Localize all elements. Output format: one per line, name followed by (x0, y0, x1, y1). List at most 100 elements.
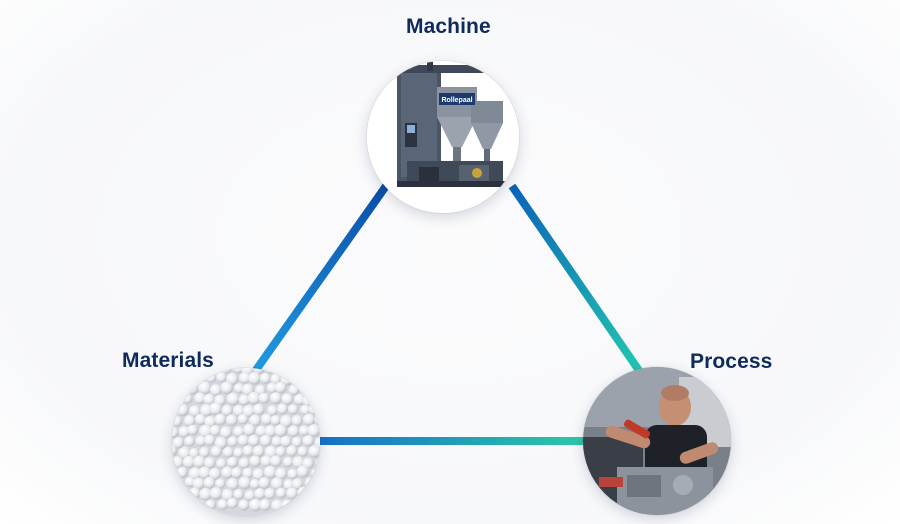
pellet-bead (204, 457, 216, 469)
pellet-bead (227, 456, 238, 468)
pellet-bead (274, 424, 288, 438)
pellet-bead (244, 490, 256, 501)
pellet-bead (248, 371, 261, 385)
pellet-bead (286, 445, 298, 457)
machine-label: Machine (406, 15, 491, 38)
pellet-bead (220, 381, 234, 395)
pellet-bead (172, 456, 184, 469)
pellet-bead (219, 426, 233, 439)
pellet-bead (238, 476, 252, 490)
pellet-bead (188, 405, 201, 418)
white-pellets-photo (172, 368, 320, 516)
pellet-bead (226, 477, 239, 491)
pellet-bead (198, 466, 211, 479)
pellet-bead (227, 497, 238, 509)
pellet-bead (209, 425, 221, 437)
pellet-bead (275, 487, 287, 499)
pellet-bead (252, 445, 265, 458)
pellet-bead (189, 448, 200, 459)
process-label: Process (690, 350, 773, 373)
pellet-bead (203, 476, 216, 489)
pellet-bead (242, 467, 254, 479)
pellet-bead (271, 436, 283, 447)
pellet-bead (242, 404, 255, 418)
pellet-bead (247, 391, 261, 405)
pellet-bead (232, 368, 244, 374)
materials-label: Materials (122, 349, 214, 372)
pellet-bead (209, 487, 223, 500)
pellet-bead (232, 404, 245, 417)
pellet-bead (187, 424, 199, 436)
pellet-bead (183, 415, 196, 427)
pellet-bead (269, 392, 282, 405)
pellet-bead (277, 403, 288, 415)
pellet-bead (239, 372, 251, 384)
pellet-bead (260, 413, 273, 426)
pellet-bead (283, 456, 294, 468)
pellet-bead (302, 435, 315, 447)
pellet-bead (182, 455, 196, 469)
pellet-bead (259, 372, 271, 384)
pellet-bead (259, 499, 272, 511)
pellet-bead (254, 488, 266, 500)
pellet-bead (214, 436, 228, 450)
pellet-bead (172, 437, 185, 449)
pellet-bead (178, 426, 191, 438)
pellet-bead (222, 446, 234, 458)
edge-machine-materials (252, 183, 390, 373)
pellet-bead (258, 477, 271, 489)
pellet-bead (308, 445, 320, 458)
pellet-bead (238, 457, 250, 469)
pellet-bead (271, 477, 284, 490)
pellet-bead (281, 393, 294, 406)
pellet-bead (270, 455, 282, 467)
pellet-bead (204, 434, 216, 446)
pellet-bead (264, 488, 276, 500)
pellet-bead (286, 487, 298, 500)
pellet-bead (172, 444, 178, 457)
pellet-bead (288, 384, 300, 396)
pellet-bead (193, 455, 206, 469)
pellet-bead (195, 435, 207, 447)
pellet-bead (259, 434, 272, 447)
pellet-bead (238, 499, 250, 511)
pellet-bead (291, 436, 303, 448)
pellet-bead (292, 456, 305, 469)
pellet-bead (221, 466, 234, 479)
pellet-bead (302, 413, 316, 426)
pellet-bead (307, 424, 320, 438)
pellet-bead (227, 436, 239, 447)
pellet-bead (233, 426, 245, 438)
pellet-bead (225, 414, 238, 427)
pellet-bead (249, 498, 262, 512)
pellet-bead (243, 423, 256, 437)
pellet-bead (270, 373, 282, 385)
pellet-bead (192, 477, 205, 490)
edge-machine-process (508, 183, 644, 375)
pellet-bead (172, 426, 179, 438)
pellet-bead (215, 478, 226, 489)
pellet-bead (287, 468, 298, 480)
pellet-bead (296, 465, 310, 478)
pellet-bead (299, 425, 310, 436)
pellet-bead (274, 381, 287, 394)
pellet-bead (198, 381, 212, 395)
pellet-bead (297, 446, 309, 457)
pellet-bead (263, 465, 277, 479)
technician-photo (583, 367, 731, 515)
pellet-bead (234, 383, 245, 394)
pellet-bead (172, 415, 183, 427)
pellet-bead (249, 478, 261, 490)
pellet-bead (184, 476, 196, 488)
pellet-bead (270, 415, 281, 426)
pellet-bead (209, 384, 222, 397)
pellet-bead (266, 382, 278, 394)
pellet-bead (217, 499, 229, 511)
pellet-bead (188, 467, 202, 480)
pellet-bead (226, 392, 240, 406)
pellet-bead (210, 446, 222, 458)
pellet-bead (249, 414, 262, 427)
pellet-bead (233, 489, 244, 500)
pellet-bead (291, 415, 303, 427)
